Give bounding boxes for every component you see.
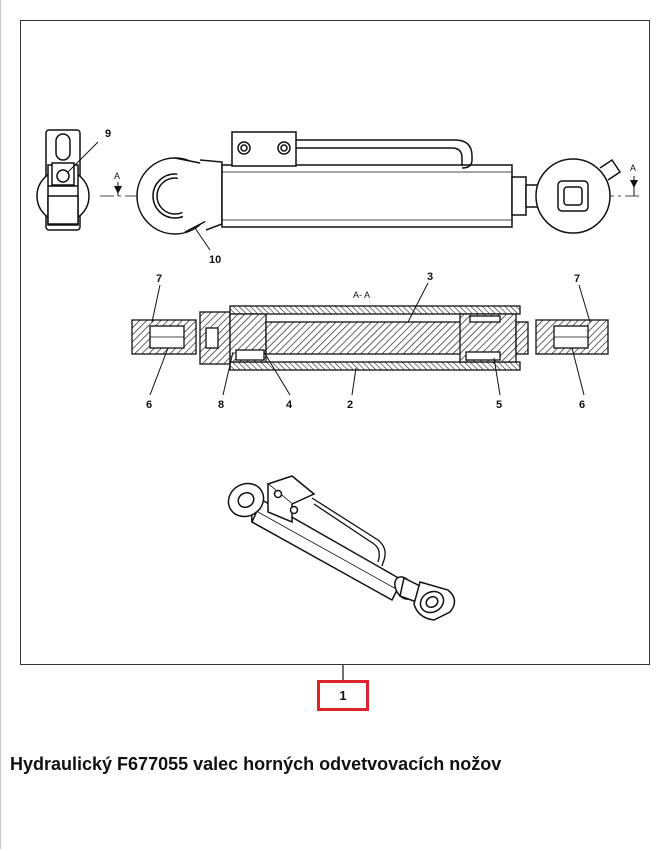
callout-10: 10	[209, 254, 221, 266]
callout-7-right: 7	[574, 273, 580, 285]
svg-text:A: A	[114, 171, 120, 181]
callout-6-right: 6	[579, 399, 585, 411]
callout-4: 4	[286, 399, 293, 411]
section-marker-right: A	[630, 163, 638, 196]
callout-5: 5	[496, 399, 502, 411]
callout-2: 2	[347, 399, 353, 411]
product-caption: Hydraulický F677055 valec horných odvetv…	[10, 754, 502, 774]
item-number-box: 1	[317, 680, 369, 711]
isometric-view	[227, 475, 456, 621]
section-label: A- A	[353, 290, 370, 300]
diagram-frame	[20, 20, 650, 665]
side-view	[36, 129, 640, 235]
hydraulic-cylinder-drawing: A A 10 9 A- A	[36, 128, 640, 680]
callout-9: 9	[105, 128, 111, 140]
svg-text:A: A	[630, 163, 636, 173]
leader-lines	[149, 282, 591, 396]
callout-3: 3	[427, 271, 433, 283]
callout-7-left: 7	[156, 273, 162, 285]
callout-8: 8	[218, 399, 224, 411]
end-view	[36, 129, 90, 231]
item-number: 1	[339, 688, 347, 703]
callout-6-left: 6	[146, 399, 152, 411]
section-marker-left: A	[114, 171, 122, 196]
section-view	[131, 305, 609, 371]
